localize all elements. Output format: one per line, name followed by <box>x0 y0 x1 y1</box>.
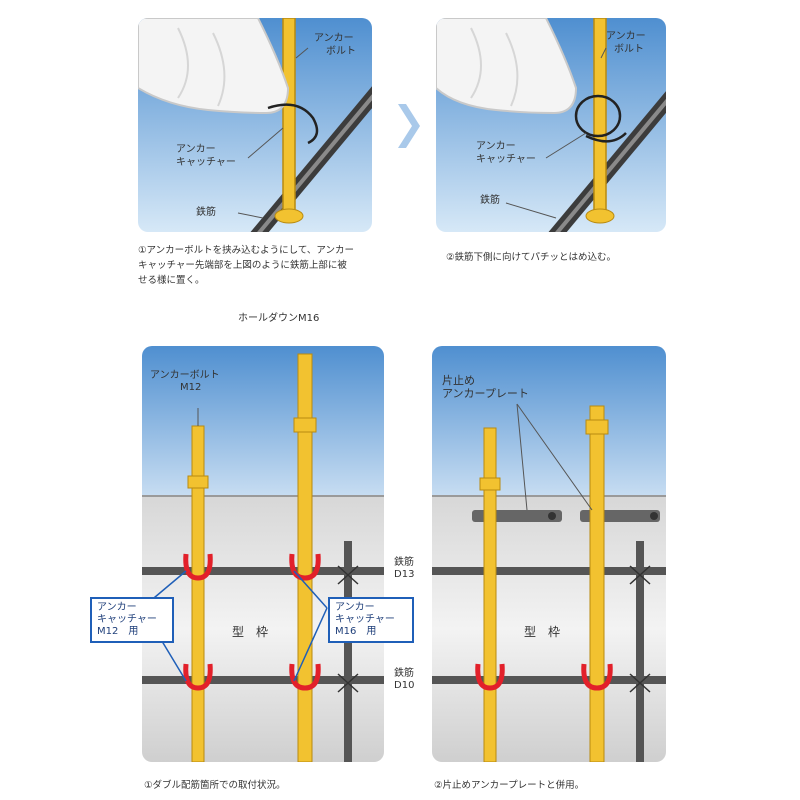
caption-double-rebar: ①ダブル配筋箇所での取付状況。 <box>144 780 286 791</box>
panel-step1-illustration: アンカーボルト アンカーキャッチャー 鉄筋 <box>138 18 372 232</box>
rebar-d10 <box>142 676 384 684</box>
anchor-catcher-m16 <box>581 663 613 691</box>
rebar-d13 <box>142 567 384 575</box>
caption-step1: ①アンカーボルトを挟み込むようにして、アンカー キャッチャー先端部を上図のように… <box>138 245 354 286</box>
label-anchor-plate: 片止めアンカープレート <box>442 374 529 400</box>
formwork <box>432 496 666 762</box>
panel-plate-illustration: 片止めアンカープレート 型 枠 <box>432 346 666 762</box>
label-formwork: 型 枠 <box>524 625 561 639</box>
next-step-chevron-icon <box>398 104 420 148</box>
holddown-bolt-m16 <box>589 405 605 762</box>
anchor-catcher-wire <box>267 103 319 145</box>
step1-scene <box>138 18 372 232</box>
anchor-catcher-m12 <box>475 663 505 691</box>
label-formwork: 型 枠 <box>232 625 269 639</box>
anchor-bolt <box>282 18 296 219</box>
anchor-catcher-m12-lower <box>183 663 213 691</box>
label-anchor-bolt: アンカーボルト <box>606 31 646 55</box>
panel-step2-illustration: アンカーボルト アンカーキャッチャー 鉄筋 <box>436 18 666 232</box>
anchor-catcher-m12-upper <box>183 553 213 581</box>
label-holddown-m16: ホールダウンM16 <box>238 313 320 324</box>
callout-anchor-catcher-m16: アンカー キャッチャー M16 用 <box>328 597 414 643</box>
anchor-catcher-m16-upper <box>289 553 321 581</box>
label-anchor-bolt: アンカーボルト <box>314 33 356 57</box>
label-rebar: 鉄筋 <box>480 195 500 206</box>
rebar-upper <box>432 567 666 575</box>
anchor-catcher-m16-lower <box>289 663 321 691</box>
anchor-bolt <box>593 18 607 219</box>
callout-anchor-catcher-m12: アンカー キャッチャー M12 用 <box>90 597 174 643</box>
glove-hand <box>436 18 578 115</box>
anchor-bolt-m12 <box>483 427 497 762</box>
plate-scene <box>432 346 666 762</box>
caption-plate: ②片止めアンカープレートと併用。 <box>434 780 585 791</box>
holddown-bolt-m16 <box>297 353 313 762</box>
anchor-catcher-wire <box>574 94 622 138</box>
rebar-lower <box>432 676 666 684</box>
glove-hand <box>138 18 290 115</box>
double-rebar-scene <box>142 346 384 762</box>
label-anchor-catcher: アンカーキャッチャー <box>176 144 236 168</box>
step2-scene <box>436 18 666 232</box>
label-rebar: 鉄筋 <box>196 207 216 218</box>
caption-step2: ②鉄筋下側に向けてパチッとはめ込む。 <box>446 252 617 263</box>
label-anchor-catcher: アンカーキャッチャー <box>476 141 536 165</box>
